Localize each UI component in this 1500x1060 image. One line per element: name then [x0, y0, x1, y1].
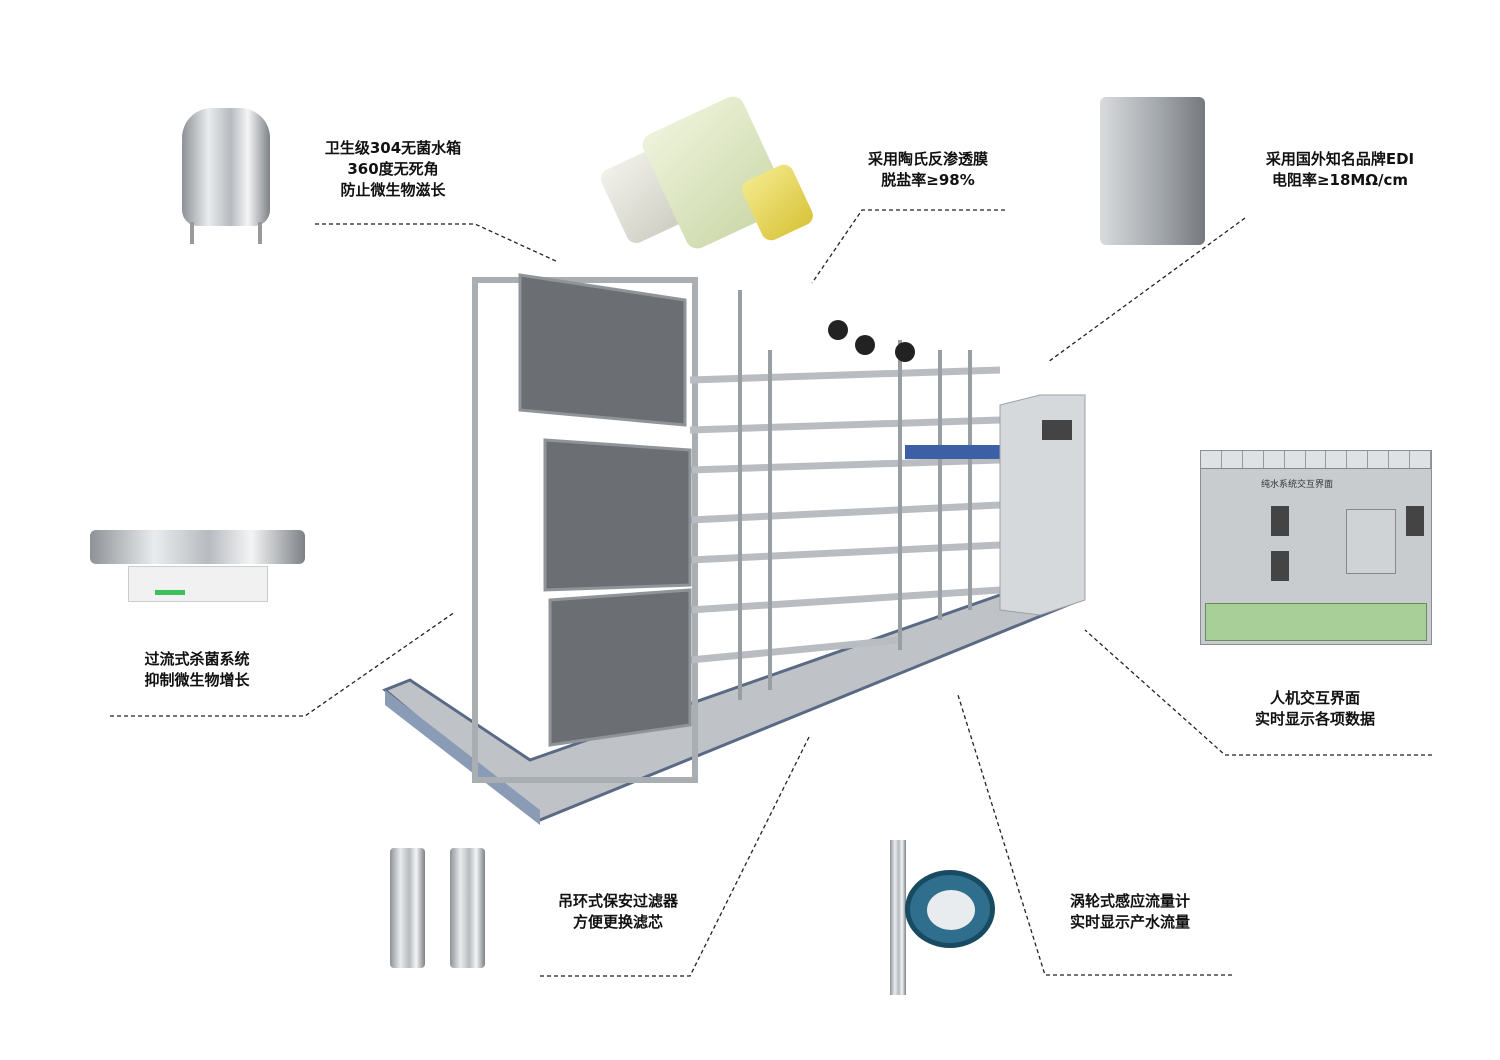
leader-edi	[1047, 217, 1246, 363]
caption-line: 采用国外知名品牌EDI	[1265, 150, 1415, 168]
caption-line: 方便更换滤芯	[572, 913, 663, 931]
caption-line: 卫生级304无菌水箱	[324, 139, 462, 157]
caption-filter: 吊环式保安过滤器 方便更换滤芯	[525, 891, 711, 933]
caption-line: 实时显示产水流量	[1069, 913, 1190, 931]
leader-membrane	[811, 209, 1005, 284]
cartridge-filter-image	[385, 840, 495, 980]
caption-line: 抑制微生物增长	[144, 671, 250, 689]
caption-line: 人机交互界面	[1269, 689, 1360, 707]
ro-membrane-image	[597, 92, 817, 253]
turbine-flowmeter-image	[875, 840, 1000, 995]
caption-line: 过流式杀菌系统	[144, 650, 250, 668]
leader-tank	[315, 223, 559, 263]
caption-uv: 过流式杀菌系统 抑制微生物增长	[104, 649, 290, 691]
caption-line: 吊环式保安过滤器	[557, 892, 678, 910]
caption-edi: 采用国外知名品牌EDI 电阻率≥18MΩ/cm	[1240, 149, 1440, 191]
hmi-screen-title: 纯水系统交互界面	[1261, 480, 1334, 490]
sterile-water-tank-image	[182, 108, 270, 226]
edi-module-image	[1100, 97, 1205, 245]
caption-line: 实时显示各项数据	[1254, 710, 1375, 728]
leader-uv	[110, 611, 456, 717]
leader-hmi	[1084, 629, 1432, 756]
caption-line: 360度无死角	[347, 160, 439, 178]
ro-edi-water-system-machine	[382, 273, 1086, 825]
caption-flowmeter: 涡轮式感应流量计 实时显示产水流量	[1037, 891, 1223, 933]
tank-legs	[190, 222, 262, 244]
caption-line: 脱盐率≥98%	[881, 171, 975, 189]
caption-line: 电阻率≥18MΩ/cm	[1271, 171, 1409, 189]
caption-line: 采用陶氏反渗透膜	[867, 150, 988, 168]
caption-line: 防止微生物滋长	[340, 181, 446, 199]
caption-line: 涡轮式感应流量计	[1069, 892, 1190, 910]
caption-tank: 卫生级304无菌水箱 360度无死角 防止微生物滋长	[300, 138, 486, 201]
uv-sterilizer-image	[90, 510, 305, 605]
caption-hmi: 人机交互界面 实时显示各项数据	[1222, 688, 1408, 730]
hmi-interface-screenshot: 纯水系统交互界面	[1200, 450, 1432, 645]
leader-filter	[540, 734, 811, 977]
caption-membrane: 采用陶氏反渗透膜 脱盐率≥98%	[835, 149, 1021, 191]
